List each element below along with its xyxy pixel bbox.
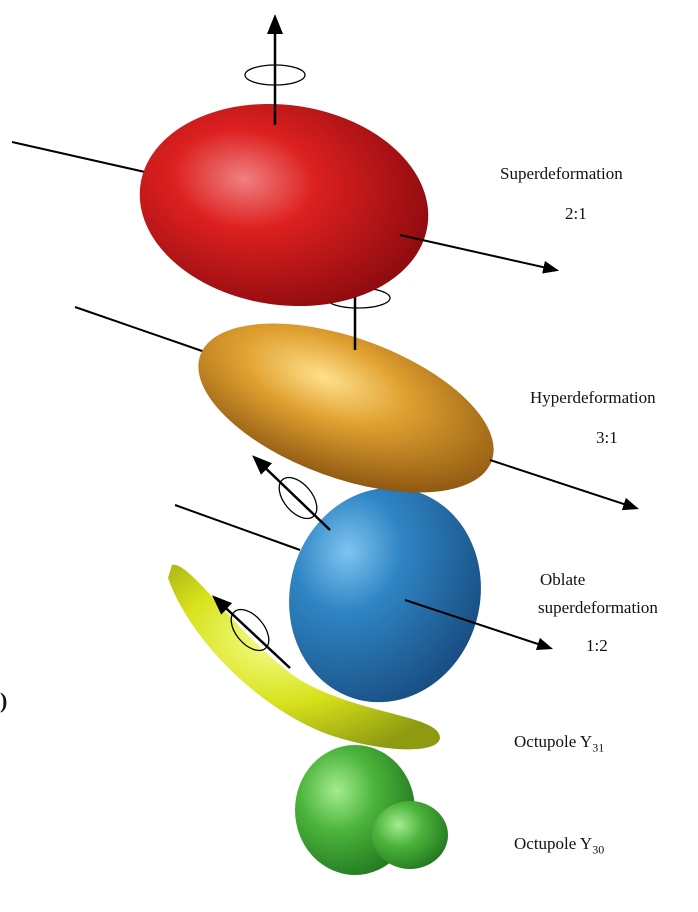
rotation-circle-icon [230, 608, 270, 652]
octupole-y31-name: Octupole Y [514, 732, 593, 751]
label-superdeformation: Superdeformation [500, 164, 623, 183]
ratio-hyperdeformation: 3:1 [596, 428, 618, 447]
hyper-axis-arrow [489, 459, 640, 511]
oblate-axis-line [174, 504, 301, 551]
hyper-axis-line [74, 306, 206, 353]
octupole-y30-shape [295, 745, 448, 875]
super-axis-arrow [399, 234, 560, 274]
label-octupole-y31: Octupole Y31 [514, 732, 604, 755]
octupole-y30-name: Octupole Y [514, 834, 593, 853]
oblate-rotation-arrow [252, 455, 331, 531]
octupole-y31-shape [168, 564, 440, 750]
label-oblate-line2: superdeformation [538, 598, 658, 617]
rotation-circle-icon [278, 476, 318, 520]
octupole-y30-subscript: 30 [592, 842, 605, 857]
superdeformation-shape [139, 103, 429, 307]
label-oblate-line1: Oblate [540, 570, 586, 589]
label-hyperdeformation: Hyperdeformation [530, 388, 656, 407]
super-axis-line [11, 141, 146, 173]
octupole-rotation-arrow [212, 595, 291, 669]
oblate-superdeformation-shape [289, 487, 481, 703]
rotation-circle-icon [244, 64, 306, 86]
oblate-axis-arrow [404, 599, 554, 651]
edge-fragment: ) [0, 688, 8, 713]
label-octupole-y30: Octupole Y30 [514, 834, 604, 857]
ratio-oblate: 1:2 [586, 636, 608, 655]
octupole-y31-subscript: 31 [592, 740, 605, 755]
hyperdeformation-shape [198, 323, 494, 493]
ratio-superdeformation: 2:1 [565, 204, 587, 223]
